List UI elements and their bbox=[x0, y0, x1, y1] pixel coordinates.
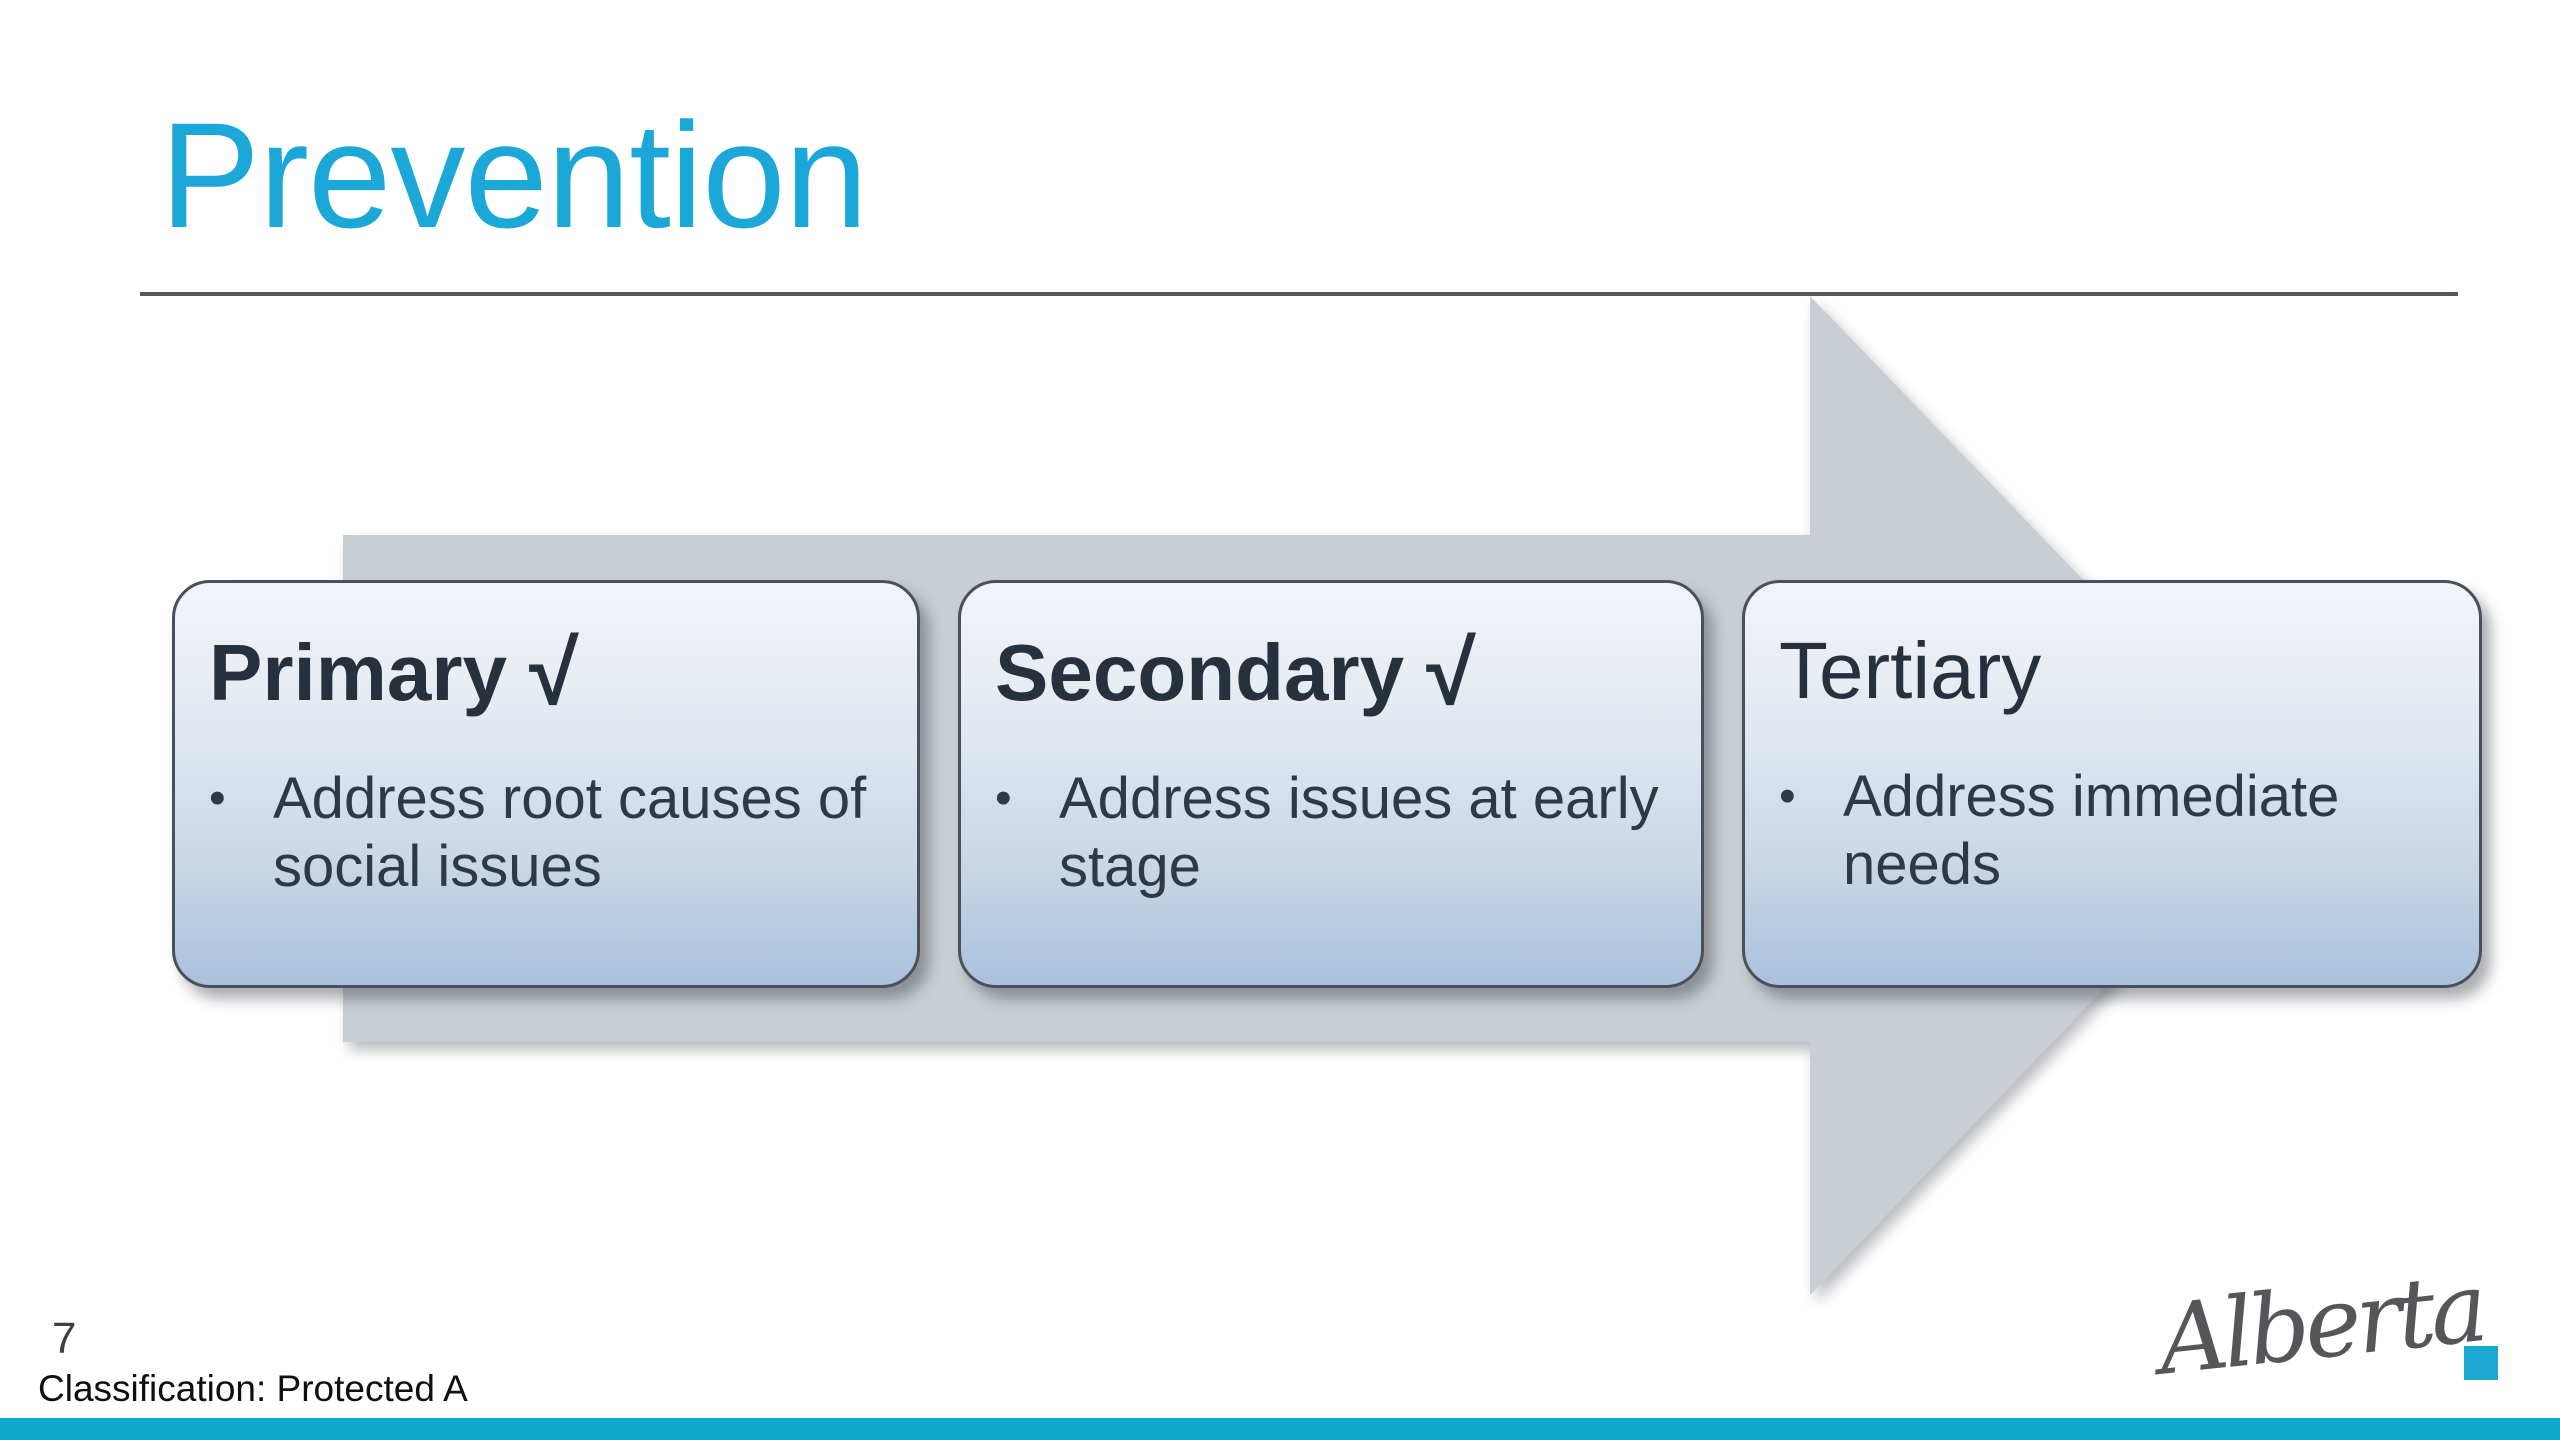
stage-box-secondary: Secondary √ • Address issues at early st… bbox=[958, 580, 1704, 988]
check-mark-icon: √ bbox=[1426, 623, 1476, 724]
stage-heading-label: Secondary bbox=[995, 628, 1405, 717]
stage-bullet: • Address root causes of social issues bbox=[209, 765, 881, 902]
bullet-text: Address immediate needs bbox=[1843, 764, 2340, 898]
page-number: 7 bbox=[52, 1314, 77, 1363]
stage-heading-label: Primary bbox=[209, 628, 507, 717]
stage-heading-primary: Primary √ bbox=[209, 625, 881, 719]
stage-bullet: • Address issues at early stage bbox=[995, 765, 1665, 902]
bullet-text: Address issues at early stage bbox=[1059, 766, 1659, 900]
stage-heading-tertiary: Tertiary bbox=[1779, 625, 2443, 717]
bullet-icon: • bbox=[995, 772, 1012, 825]
bullet-icon: • bbox=[1779, 770, 1796, 823]
check-mark-icon: √ bbox=[528, 623, 579, 724]
stage-bullet: • Address immediate needs bbox=[1779, 763, 2443, 900]
logo-accent-square bbox=[2464, 1346, 2498, 1380]
slide-title: Prevention bbox=[160, 91, 868, 259]
footer-accent-bar bbox=[0, 1418, 2560, 1440]
title-underline-rule bbox=[140, 292, 2458, 296]
stage-box-primary: Primary √ • Address root causes of socia… bbox=[172, 580, 920, 988]
classification-label: Classification: Protected A bbox=[38, 1368, 468, 1409]
stage-heading-secondary: Secondary √ bbox=[995, 625, 1665, 719]
stage-box-tertiary: Tertiary • Address immediate needs bbox=[1742, 580, 2482, 988]
stage-heading-label: Tertiary bbox=[1779, 626, 2042, 715]
bullet-text: Address root causes of social issues bbox=[273, 766, 867, 900]
bullet-icon: • bbox=[209, 772, 226, 825]
alberta-wordmark: Alberta bbox=[2153, 1251, 2488, 1397]
alberta-logo: Alberta bbox=[2150, 1251, 2530, 1410]
